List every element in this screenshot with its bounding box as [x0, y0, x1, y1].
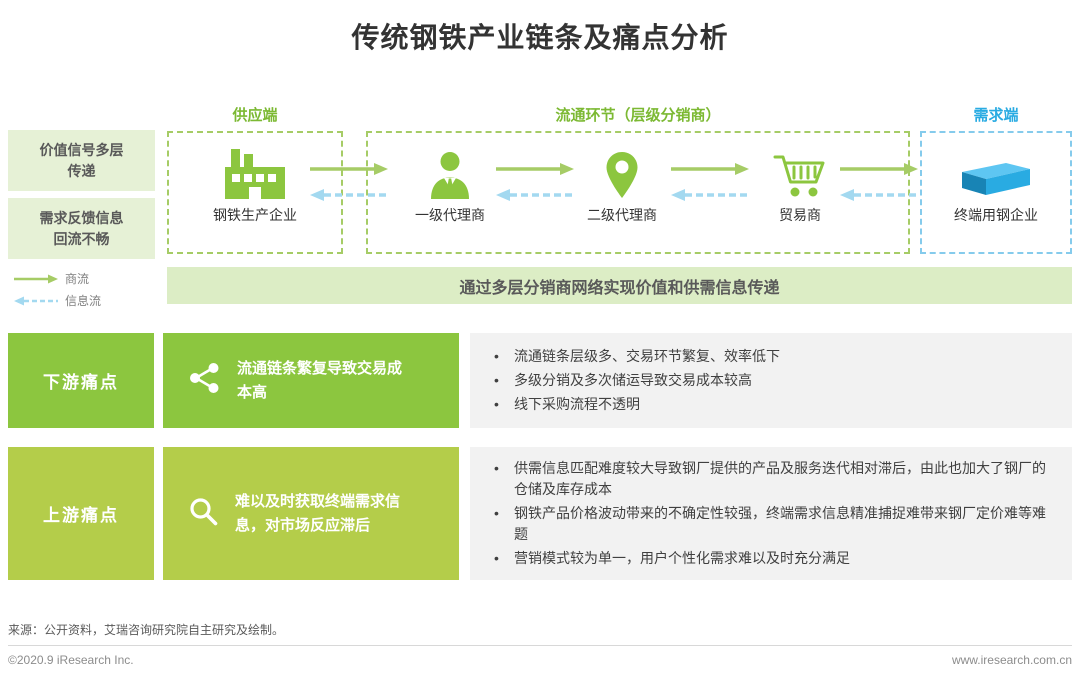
demand-dashed-box — [920, 131, 1072, 254]
node-label: 贸易商 — [779, 207, 821, 223]
legend-label-info-flow: 信息流 — [65, 294, 102, 308]
bullet-dot: • — [494, 505, 499, 521]
magnifier-icon — [187, 495, 219, 532]
info-flow-arrow — [496, 189, 574, 201]
bullet-item: • 流通链条层级多、交易环节繁复、效率低下 — [494, 346, 1048, 367]
trade-flow-arrow — [496, 163, 574, 175]
flow-legend: 商流 信息流 — [14, 270, 101, 309]
pain-label-downstream: 下游痛点 — [8, 333, 154, 428]
bullet-item: • 营销模式较为单一，用户个性化需求难以及时充分满足 — [494, 548, 1048, 569]
page-title: 传统钢铁产业链条及痛点分析 — [351, 22, 729, 53]
share-icon — [187, 361, 221, 400]
bullet-item: • 钢铁产品价格波动带来的不确定性较强，终端需求信息精准捕捉难带来钢厂定价难等难题 — [494, 503, 1048, 545]
solid-arrow-icon — [14, 274, 58, 283]
section-header-distribution: 流通环节（层级分销商） — [555, 107, 721, 124]
trade-flow-arrow — [310, 163, 388, 175]
pain-detail-upstream: • 供需信息匹配难度较大导致钢厂提供的产品及服务迭代相对滞后，由此也加大了钢厂的仓… — [470, 447, 1072, 580]
bullet-item: • 多级分销及多次储运导致交易成本较高 — [494, 370, 1048, 391]
distribution-banner: 通过多层分销商网络实现价值和供需信息传递 — [167, 267, 1072, 304]
node-label: 二级代理商 — [587, 207, 657, 223]
node-label: 终端用钢企业 — [954, 207, 1038, 223]
factory-icon — [223, 141, 287, 199]
copyright-text: ©2020.9 iResearch Inc. — [8, 653, 134, 667]
footer-divider — [8, 645, 1072, 646]
bullet-dot: • — [494, 460, 499, 476]
section-header-demand: 需求端 — [973, 107, 1019, 124]
node-second-level-agent: 二级代理商 — [564, 141, 680, 225]
legend-label-trade-flow: 商流 — [65, 272, 90, 286]
website-url: www.iresearch.com.cn — [951, 653, 1072, 667]
dashed-arrow-icon — [14, 296, 58, 305]
bullet-dot: • — [494, 396, 499, 412]
side-note-feedback: 需求反馈信息回流不畅 — [8, 198, 155, 259]
node-end-user-enterprise: 终端用钢企业 — [920, 141, 1072, 225]
location-pin-icon — [605, 141, 639, 199]
bullet-dot: • — [494, 372, 499, 388]
bullet-text: 多级分销及多次储运导致交易成本较高 — [514, 372, 752, 388]
trade-flow-arrow — [840, 163, 918, 175]
node-steel-producer: 钢铁生产企业 — [167, 141, 343, 225]
bullet-text: 流通链条层级多、交易环节繁复、效率低下 — [514, 348, 780, 364]
bullet-text: 营销模式较为单一，用户个性化需求难以及时充分满足 — [514, 550, 850, 566]
section-header-supply: 供应端 — [232, 107, 278, 124]
source-note: 来源：公开资料，艾瑞咨询研究院自主研究及绘制。 — [8, 623, 285, 637]
pain-summary-upstream: 难以及时获取终端需求信息，对市场反应滞后 — [163, 447, 459, 580]
bullet-dot: • — [494, 550, 499, 566]
bullet-text: 供需信息匹配难度较大导致钢厂提供的产品及服务迭代相对滞后，由此也加大了钢厂的仓储… — [514, 460, 1046, 497]
pain-summary-downstream: 流通链条繁复导致交易成本高 — [163, 333, 459, 428]
trade-flow-arrow — [671, 163, 749, 175]
bullet-text: 线下采购流程不透明 — [514, 396, 640, 412]
shopping-cart-icon — [773, 141, 827, 199]
legend-trade-flow: 商流 — [14, 270, 101, 287]
bullet-item: • 线下采购流程不透明 — [494, 394, 1048, 415]
node-first-level-agent: 一级代理商 — [392, 141, 508, 225]
info-flow-arrow — [310, 189, 388, 201]
info-flow-arrow — [840, 189, 918, 201]
pain-summary-text: 难以及时获取终端需求信息，对市场反应滞后 — [235, 492, 401, 534]
supply-dashed-box — [167, 131, 343, 254]
side-note-value-signal: 价值信号多层传递 — [8, 130, 155, 191]
pain-detail-downstream: •流通链条层级多、交易环节繁复、效率低下 •多级分销及多次储运导致交易成本较高 … — [470, 333, 1072, 428]
legend-info-flow: 信息流 — [14, 292, 101, 309]
bullet-text: 钢铁产品价格波动带来的不确定性较强，终端需求信息精准捕捉难带来钢厂定价难等难题 — [514, 505, 1046, 542]
distribution-dashed-box — [366, 131, 910, 254]
node-label: 钢铁生产企业 — [213, 207, 297, 223]
pain-summary-text: 流通链条繁复导致交易成本高 — [237, 359, 403, 401]
node-trader: 贸易商 — [742, 141, 858, 225]
steel-slab-icon — [959, 141, 1033, 199]
pain-label-upstream: 上游痛点 — [8, 447, 154, 580]
bullet-item: • 供需信息匹配难度较大导致钢厂提供的产品及服务迭代相对滞后，由此也加大了钢厂的仓… — [494, 458, 1048, 500]
bullet-dot: • — [494, 348, 499, 364]
info-flow-arrow — [671, 189, 749, 201]
agent-person-icon — [429, 141, 471, 199]
node-label: 一级代理商 — [415, 207, 485, 223]
